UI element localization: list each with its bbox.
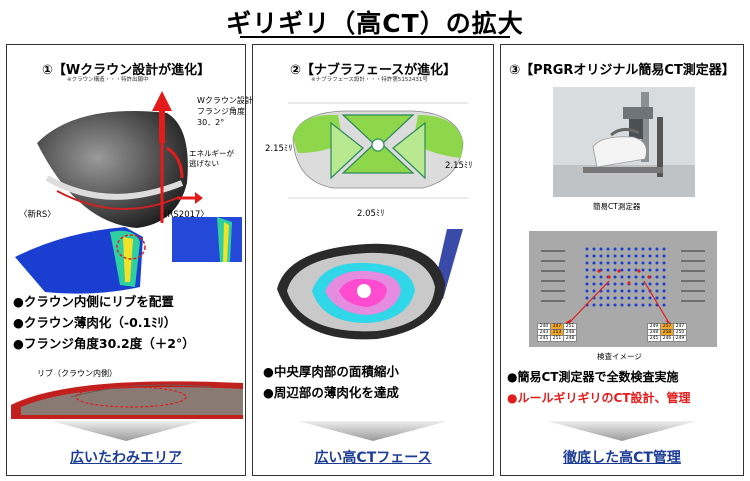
fea-new-rs	[15, 227, 146, 294]
panel-ct-tester: ③【PRGRオリジナル簡易CT測定器】 簡易CT測定器	[500, 44, 744, 476]
dimension-left: 2.15ﾐﾘ	[265, 144, 293, 154]
callout-flange-angle: Wクラウン設計 フランジ角度 30．2°	[197, 96, 253, 127]
dimension-right: 2.15ﾐﾘ	[445, 161, 473, 171]
ct-tester-photo	[553, 87, 695, 197]
bullet-list: ●簡易CT測定器で全数検査実施 ●ルールギリギリのCT設計、管理	[507, 370, 691, 405]
bullet-list: ●クラウン内側にリブを配置 ●クラウン薄肉化（-0.1ﾐﾘ） ●フランジ角度30…	[13, 294, 195, 351]
nabla-face-diagram	[288, 102, 468, 199]
fea-rs2017	[172, 217, 242, 262]
page-title: ギリギリ（高CT）の拡大	[226, 9, 524, 38]
title-underline	[240, 36, 510, 38]
dimension-bottom: 2.05ﾐﾘ	[357, 209, 385, 219]
driver-head-illustration	[37, 91, 203, 228]
chevron-down-icon	[547, 421, 697, 441]
caption-inspection: 検査イメージ	[597, 352, 642, 361]
crown-rib-cutaway	[11, 381, 243, 419]
panel-heading: ③【PRGRオリジナル簡易CT測定器】	[509, 63, 735, 78]
label-rs2017: 〈RS2017〉	[159, 210, 209, 220]
patent-note: ※ナブラフェース設計・・・特許第5152431号	[311, 77, 428, 83]
label-new-rs: 〈新RS〉	[19, 210, 56, 220]
panel-heading: ②【ナブラフェースが進化】	[289, 63, 457, 78]
chevron-down-icon	[298, 421, 448, 441]
caption-ct-tester: 簡易CT測定器	[593, 202, 641, 211]
conclusion-text: 広いたわみエリア	[70, 450, 182, 466]
panel-nabla-face: ②【ナブラフェースが進化】 ※ナブラフェース設計・・・特許第5152431号 2…	[252, 44, 494, 476]
bullet-list: ●中央厚肉部の面積縮小 ●周辺部の薄肉化を達成	[263, 364, 399, 400]
panel-crown: ①【Wクラウン設計が進化】 ※クラウン構造・・・特許出願中 Wクラウン設計 フラ…	[6, 44, 253, 476]
chevron-down-icon	[51, 421, 201, 441]
callout-energy: エネルギーが 逃げない	[189, 149, 234, 168]
patent-note: ※クラウン構造・・・特許出願中	[67, 77, 149, 83]
conclusion-text: 広い高CTフェース	[314, 450, 432, 466]
panel-heading: ①【Wクラウン設計が進化】	[41, 63, 211, 78]
rib-label: リブ（クラウン内側）	[37, 369, 117, 378]
conclusion-text: 徹底した高CT管理	[563, 450, 681, 466]
face-ct-heatmap	[267, 229, 481, 353]
